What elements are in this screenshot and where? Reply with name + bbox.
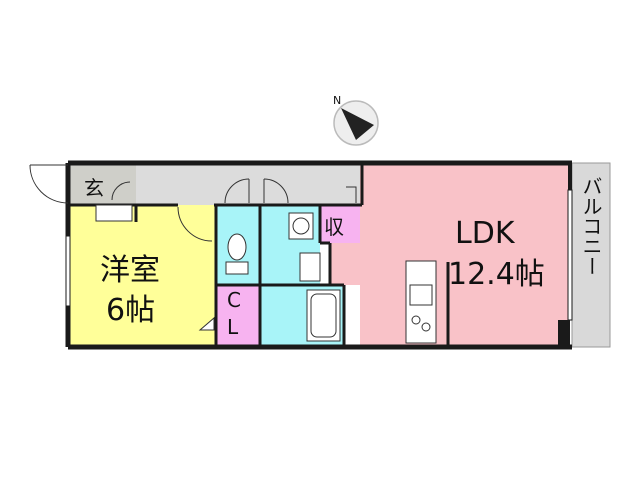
ldk-floor [360, 165, 570, 345]
closet-label-l: L [227, 315, 239, 339]
ldk-name: LDK [455, 216, 516, 251]
entrance-door-icon [29, 164, 69, 204]
compass-north-label: N [333, 94, 341, 107]
youshitsu-door-icon [177, 206, 213, 242]
north-arrow-icon [341, 108, 374, 140]
balcony-floor [571, 162, 611, 348]
youshitsu-window [65, 235, 71, 307]
ldk-window [567, 189, 573, 321]
toilet-icon [225, 233, 249, 275]
youshitsu-name: 洋室 [100, 253, 160, 288]
kitchen-counter [405, 260, 437, 344]
closet-marker-icon [198, 316, 215, 331]
closet-floor [216, 285, 260, 345]
door-swings [177, 178, 357, 242]
genkan-label: 玄 [84, 176, 104, 200]
youshitsu-size: 6帖 [106, 293, 155, 328]
wall-column [558, 320, 570, 347]
ldk-alcove-floor [330, 243, 360, 285]
storage-floor [320, 205, 360, 243]
washer-pan-icon [299, 252, 321, 282]
shoe-cabinet [95, 204, 133, 222]
wash-basin-icon [288, 212, 314, 240]
ldk-door-icon [346, 186, 357, 203]
toilet-door-icon [224, 178, 250, 204]
compass: N [333, 94, 379, 146]
youshitsu-floor [70, 205, 216, 345]
closet-label-c: C [227, 288, 241, 312]
genkan-floor [70, 165, 136, 205]
sink-icon [409, 284, 433, 306]
storage-label: 収 [324, 215, 344, 239]
stove-burner-icon [421, 322, 431, 332]
balcony-label: バルコニー [579, 176, 603, 276]
bathtub-icon [306, 289, 341, 342]
washroom-door-icon [263, 178, 289, 204]
walls [65, 160, 572, 350]
ldk-size: 12.4帖 [448, 257, 545, 292]
stove-burner-icon [411, 315, 421, 325]
genkan-door-swing-icon [111, 181, 131, 201]
